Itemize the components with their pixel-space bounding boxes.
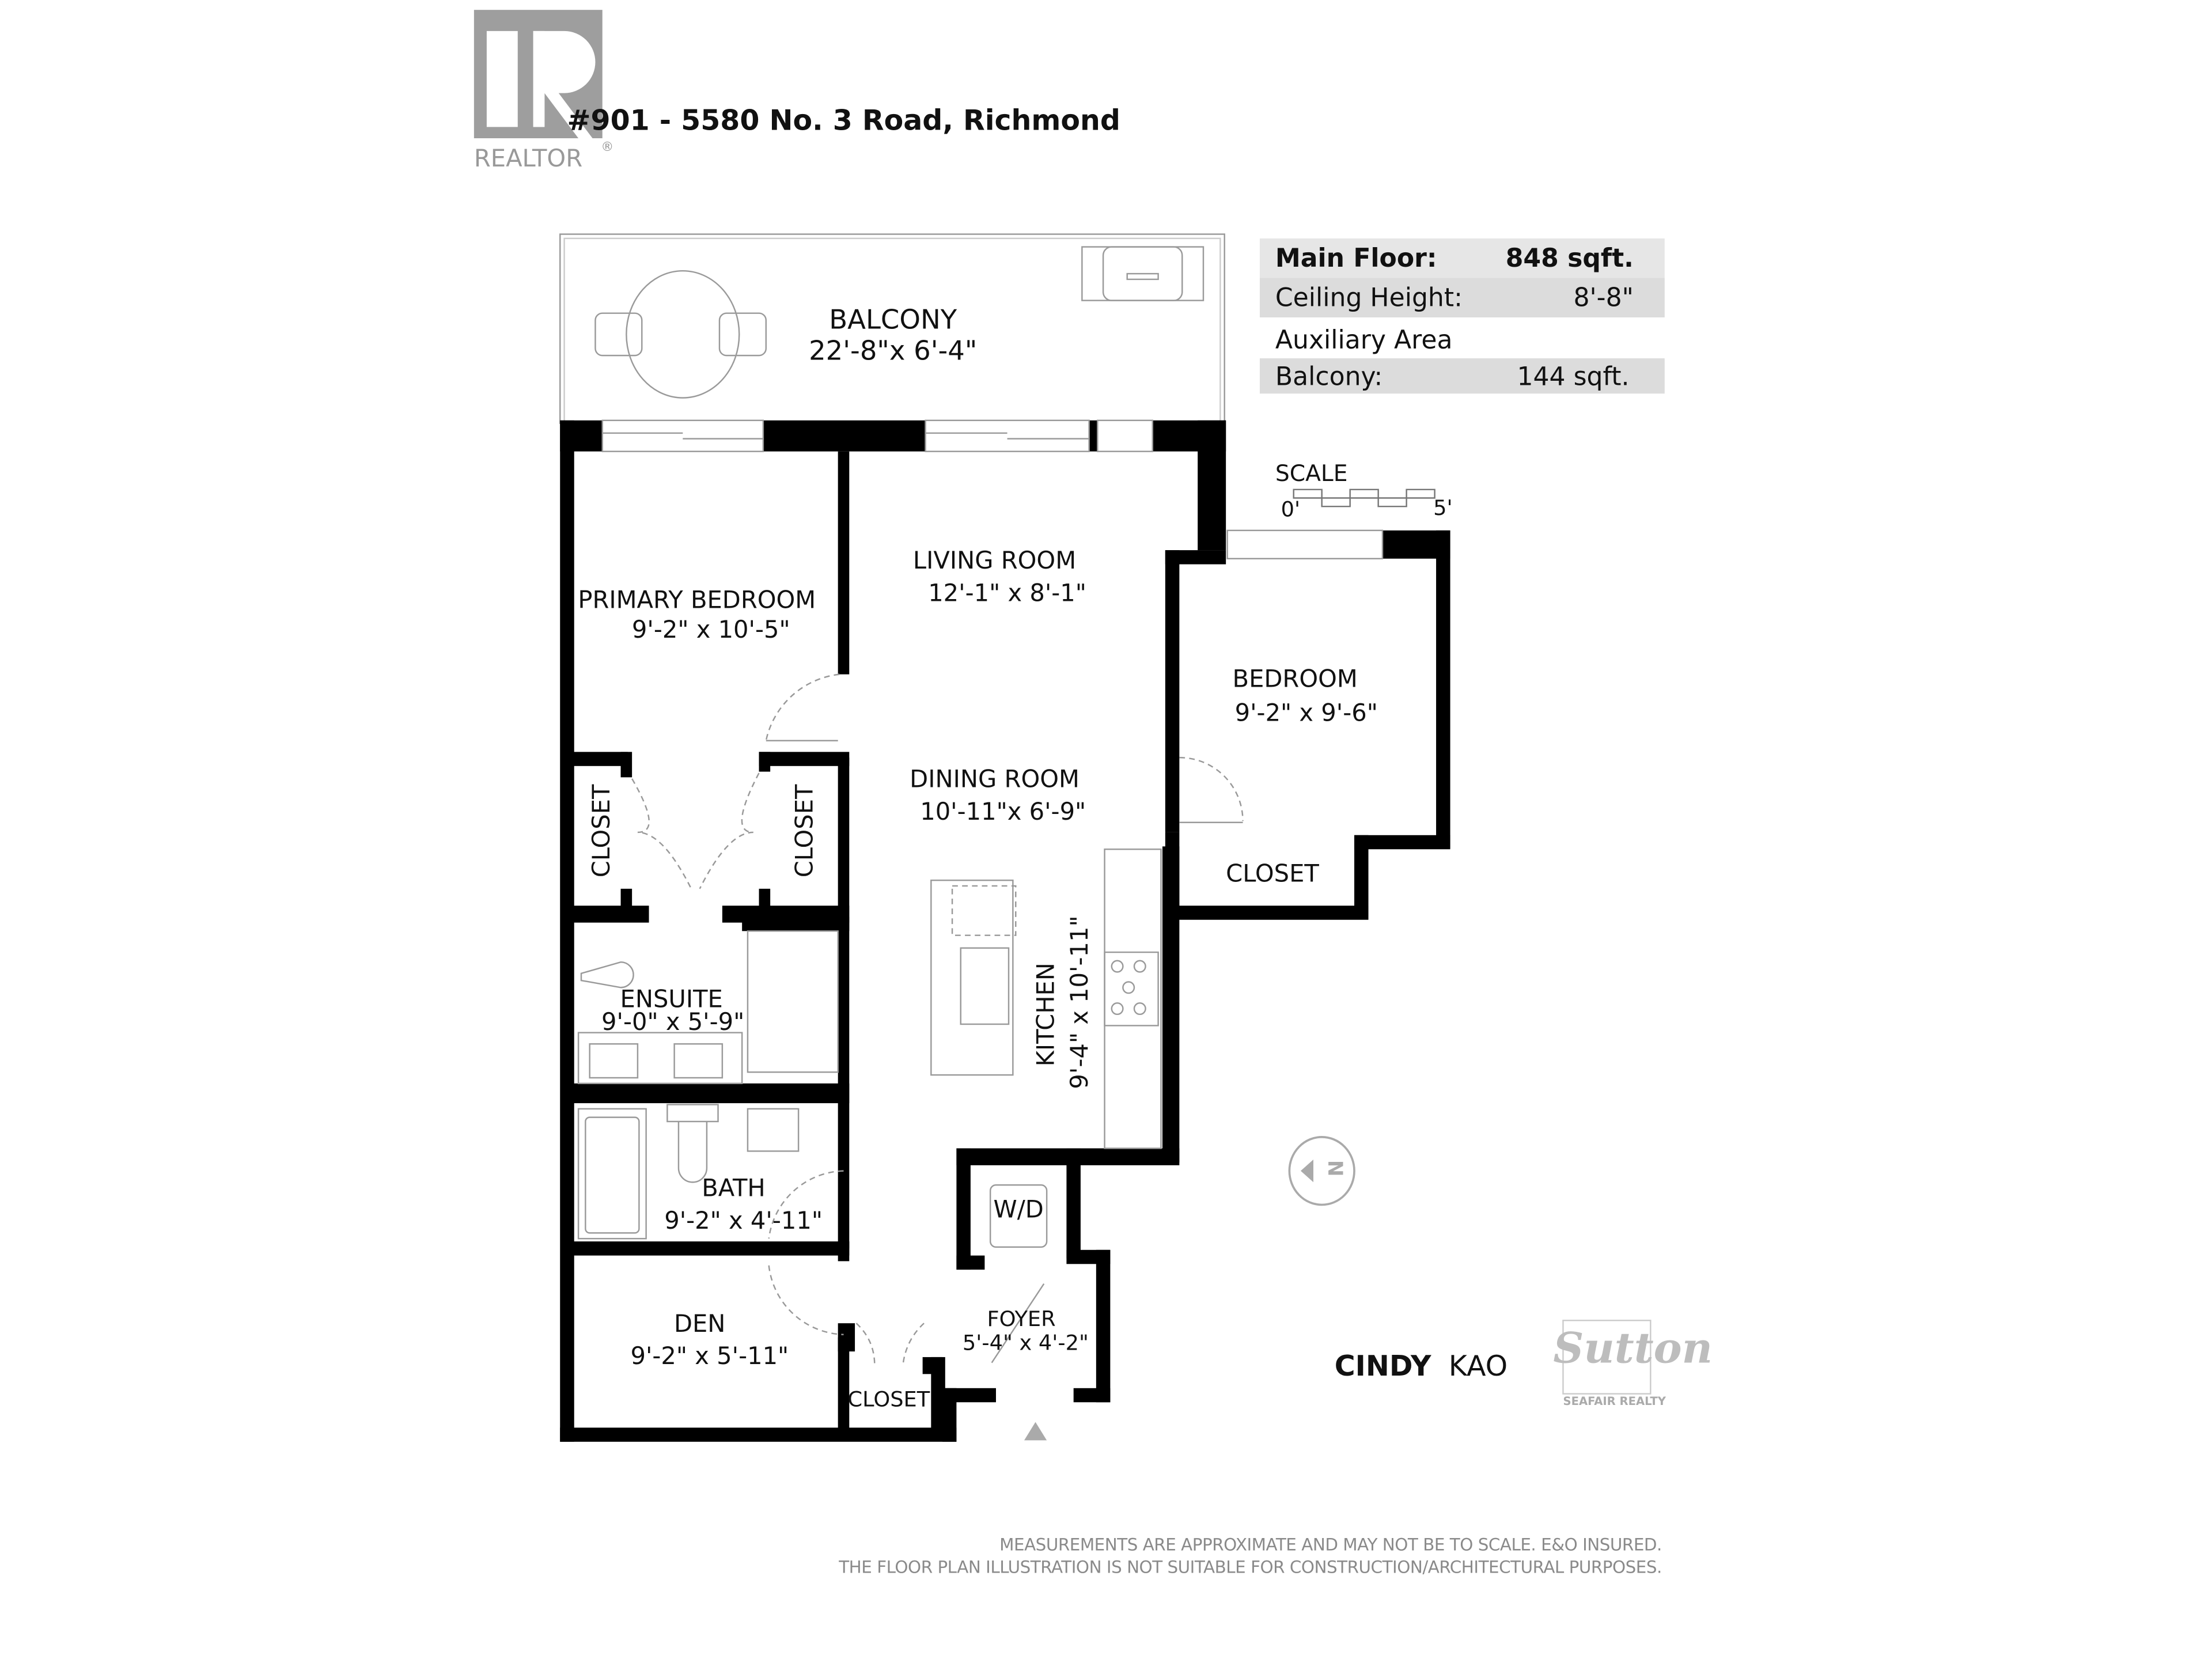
living-room-dims: 12'-1" x 8'-1" [928,578,1086,607]
den-dims: 9'-2" x 5'-11" [630,1342,789,1370]
bedroom-dims: 9'-2" x 9'-6" [1235,698,1378,726]
room-labels: PRIMARY BEDROOM 9'-2" x 10'-5" LIVING RO… [578,546,1378,1412]
bedroom-name: BEDROOM [1233,665,1358,693]
closet-left-label: CLOSET [587,784,615,877]
closet-den-label: CLOSET [848,1387,930,1412]
balcony-area-value: 144 sqft. [1517,362,1629,392]
agent-signature: CINDY KAO [1335,1350,1508,1382]
ceiling-height-label: Ceiling Height: [1275,283,1463,312]
ceiling-height-value: 8'-8" [1574,283,1634,312]
balcony: BALCONY 22'-8"x 6'-4" [559,233,1225,424]
primary-bedroom-name: PRIMARY BEDROOM [578,586,816,614]
wd-label: W/D [994,1195,1044,1223]
den-name: DEN [674,1309,726,1338]
svg-text:®: ® [601,140,613,154]
fixtures [577,849,1162,1248]
bath-dims: 9'-2" x 4'-11" [664,1206,823,1234]
kitchen-name: KITCHEN [1031,963,1059,1066]
north-compass-icon: N [1288,1136,1355,1206]
living-room-name: LIVING ROOM [913,546,1076,574]
main-floor-value: 848 sqft. [1506,244,1634,273]
auxiliary-area-label: Auxiliary Area [1275,325,1453,355]
exterior-walls [560,420,1450,1442]
primary-bedroom-dims: 9'-2" x 10'-5" [632,615,790,643]
foyer-dims: 5'-4" x 4'-2" [963,1331,1089,1355]
closet-right-label: CLOSET [790,784,819,877]
brokerage-name: Sutton [1553,1324,1713,1373]
svg-text:CINDY KAO: CINDY KAO [1335,1350,1508,1382]
ensuite-name: ENSUITE [620,985,723,1013]
agent-first-name: CINDY [1335,1350,1431,1382]
svg-text:SCALE: SCALE [1275,461,1348,487]
svg-text:5': 5' [1433,495,1452,520]
foyer-name: FOYER [987,1306,1055,1331]
bath-name: BATH [702,1174,766,1202]
closet-bedroom-label: CLOSET [1226,859,1319,888]
svg-text:N: N [1325,1160,1348,1177]
balcony-dims: 22'-8"x 6'-4" [809,335,977,366]
scale-bar: SCALE 0' 5' [1275,461,1453,521]
realtor-wordmark: REALTOR [474,144,582,172]
listing-address: #901 - 5580 No. 3 Road, Richmond [567,104,1120,137]
disclaimer-line-2: THE FLOOR PLAN ILLUSTRATION IS NOT SUITA… [838,1558,1662,1577]
kitchen-dims: 9'-4" x 10'-11" [1065,915,1093,1089]
area-table: Main Floor: 848 sqft. Ceiling Height: 8'… [1259,238,1665,394]
ensuite-dims: 9'-0" x 5'-9" [601,1007,744,1036]
svg-text:0': 0' [1281,497,1300,521]
disclaimer-line-1: MEASUREMENTS ARE APPROXIMATE AND MAY NOT… [999,1535,1662,1554]
dining-room-name: DINING ROOM [910,765,1080,793]
balcony-area-label: Balcony: [1275,362,1382,392]
windows [601,419,1384,560]
brokerage-sub: SEAFAIR REALTY [1563,1395,1666,1408]
entry-arrow-icon [1024,1422,1047,1441]
doors [631,673,1244,1366]
brokerage-logo: Sutton SEAFAIR REALTY [1553,1320,1713,1408]
realtor-logo: REALTOR ® [474,10,613,172]
main-floor-label: Main Floor: [1275,244,1437,273]
dining-room-dims: 10'-11"x 6'-9" [920,797,1086,825]
agent-last-name: KAO [1449,1350,1508,1382]
balcony-name: BALCONY [829,304,957,335]
